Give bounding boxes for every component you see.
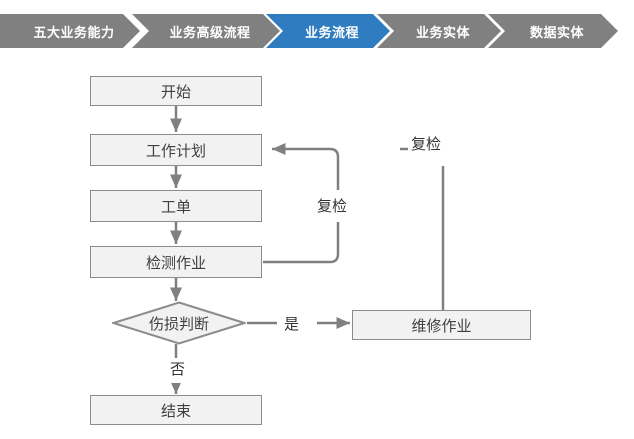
node-maintenance-label: 维修作业	[411, 317, 472, 335]
node-inspection[interactable]: 检测作业	[90, 246, 262, 278]
edge-label-recheck-inner: 复检	[314, 195, 351, 216]
node-damage-decision-label: 伤损判断	[148, 315, 209, 333]
breadcrumb-step-4[interactable]: 业务实体	[377, 14, 501, 48]
node-damage-decision[interactable]: 伤损判断	[112, 301, 246, 345]
node-work-plan[interactable]: 工作计划	[90, 134, 262, 166]
node-start-label: 开始	[160, 83, 191, 101]
edge-recheck-inner-lower	[263, 222, 340, 264]
node-maintenance[interactable]: 维修作业	[352, 310, 531, 340]
node-inspection-label: 检测作业	[145, 254, 206, 272]
breadcrumb-step-3[interactable]: 业务流程	[266, 14, 390, 48]
breadcrumb-step-4-label: 业务实体	[415, 24, 470, 40]
breadcrumb-step-1-label: 五大业务能力	[33, 24, 115, 40]
node-end[interactable]: 结束	[90, 395, 262, 425]
edge-label-recheck-outer: 复检	[408, 133, 445, 154]
diamond-shape	[112, 301, 246, 345]
breadcrumb-step-2-label: 业务高级流程	[169, 24, 251, 40]
node-end-label: 结束	[160, 402, 191, 420]
node-work-order[interactable]: 工单	[90, 190, 262, 222]
breadcrumb: 五大业务能力 业务高级流程 业务流程 业务实体 数据实体	[0, 14, 634, 48]
breadcrumb-step-5[interactable]: 数据实体	[488, 14, 618, 48]
breadcrumb-step-3-label: 业务流程	[304, 24, 359, 40]
node-work-plan-label: 工作计划	[145, 142, 206, 160]
node-start[interactable]: 开始	[90, 76, 262, 106]
breadcrumb-step-5-label: 数据实体	[529, 24, 584, 40]
edge-label-no: 否	[167, 358, 189, 379]
breadcrumb-step-1[interactable]: 五大业务能力	[0, 14, 140, 48]
edge-label-yes: 是	[281, 313, 303, 334]
edge-recheck-inner-upper	[272, 143, 340, 190]
breadcrumb-step-2[interactable]: 业务高级流程	[132, 14, 280, 48]
node-work-order-label: 工单	[160, 198, 191, 216]
